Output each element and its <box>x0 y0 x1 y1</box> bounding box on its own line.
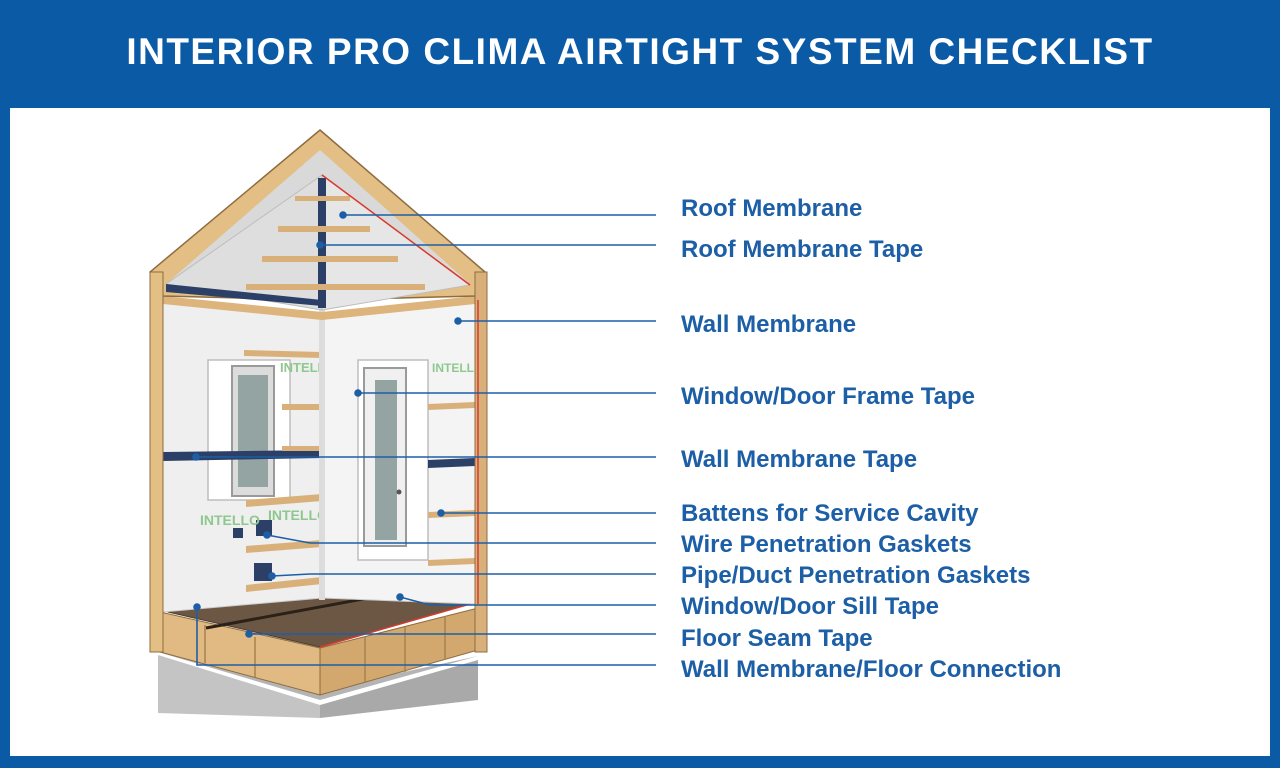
right-wall-post <box>474 271 488 653</box>
leader-roof-membrane <box>339 211 656 219</box>
roof-gable <box>149 129 486 311</box>
leader-wall-membrane <box>454 317 656 325</box>
right-wall: INTELLO <box>321 299 483 605</box>
leader-sill-tape <box>396 593 656 606</box>
leader-floor-seam-tape <box>245 630 656 638</box>
label-roof-membrane-tape: Roof Membrane Tape <box>681 236 924 263</box>
label-wall-membrane: Wall Membrane <box>681 311 857 338</box>
label-wall-membrane-tape: Wall Membrane Tape <box>681 446 918 473</box>
label-floor-seam-tape: Floor Seam Tape <box>681 625 873 652</box>
title-banner: INTERIOR PRO CLIMA AIRTIGHT SYSTEM CHECK… <box>0 0 1280 108</box>
membrane-print-3: INTELLO <box>268 507 328 523</box>
leader-wire-gaskets <box>263 531 656 544</box>
leader-roof-membrane-tape <box>316 241 656 249</box>
label-wall-membrane-floor-connection: Wall Membrane/Floor Connection <box>681 656 1062 683</box>
label-wire-penetration-gaskets: Wire Penetration Gaskets <box>681 531 972 558</box>
leader-wall-floor-connection <box>193 603 656 666</box>
label-roof-membrane: Roof Membrane <box>681 195 863 222</box>
leader-battens <box>437 509 656 517</box>
leader-window-door-frame-tape <box>354 389 656 397</box>
label-battens-for-service-cavity: Battens for Service Cavity <box>681 500 979 527</box>
label-pipe-duct-penetration-gaskets: Pipe/Duct Penetration Gaskets <box>681 562 1031 589</box>
leader-wall-membrane-tape <box>192 453 656 461</box>
leader-pipe-gaskets <box>268 572 656 580</box>
leader-lines <box>192 211 656 666</box>
membrane-print-4: INTELLO <box>432 361 483 375</box>
top-plate <box>163 296 475 320</box>
page-title: INTERIOR PRO CLIMA AIRTIGHT SYSTEM CHECK… <box>126 31 1154 72</box>
left-wall: INTELLO INTELLO INTELLO <box>162 299 336 613</box>
label-window-door-frame-tape: Window/Door Frame Tape <box>681 383 976 410</box>
label-window-door-sill-tape: Window/Door Sill Tape <box>681 593 939 620</box>
left-wall-post <box>149 271 164 653</box>
wall-corner <box>319 300 325 600</box>
membrane-print-2: INTELLO <box>200 512 260 528</box>
